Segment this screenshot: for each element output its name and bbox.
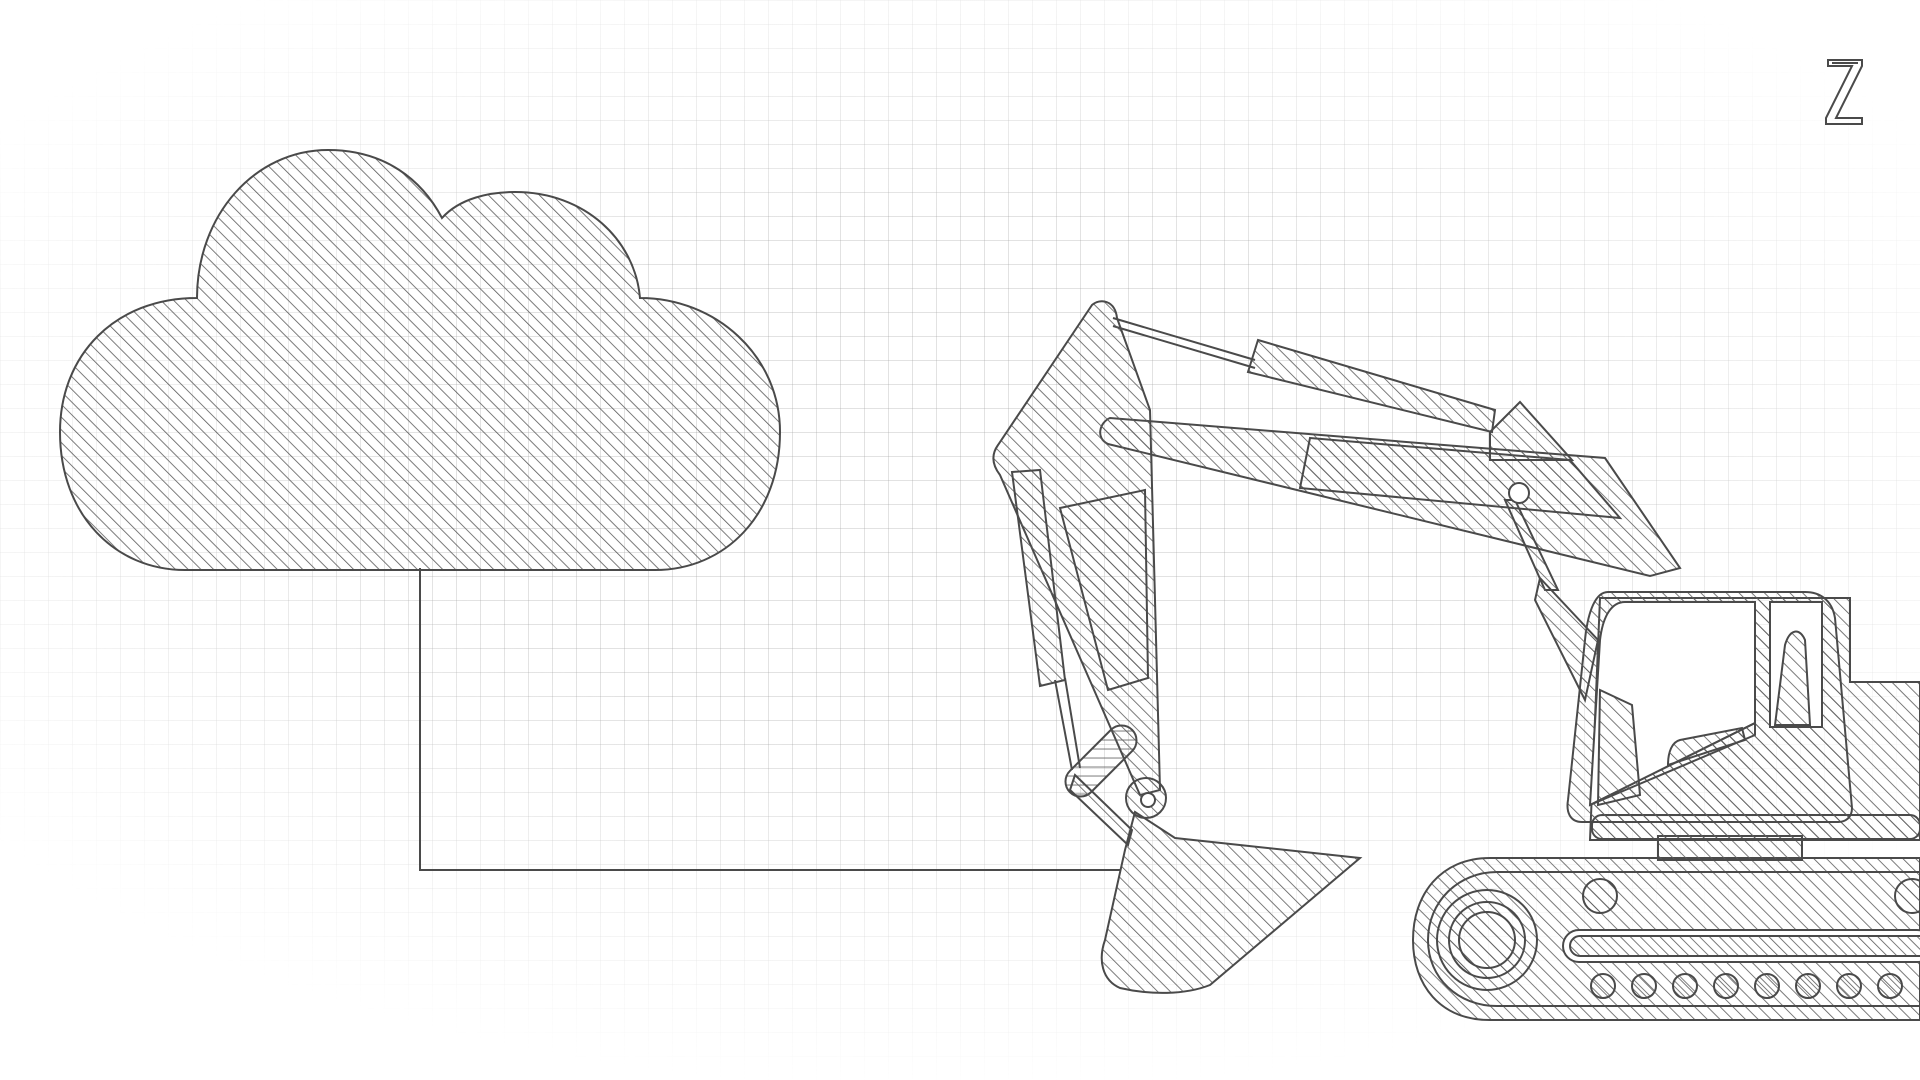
boom-cylinder: [1246, 338, 1497, 434]
cloud-icon: [58, 148, 782, 571]
connector-line: [419, 568, 1120, 871]
track-rollers: [1590, 973, 1903, 999]
excavator-icon: [992, 300, 1920, 1021]
z-logo: [1825, 59, 1863, 125]
bucket: [1100, 810, 1363, 994]
